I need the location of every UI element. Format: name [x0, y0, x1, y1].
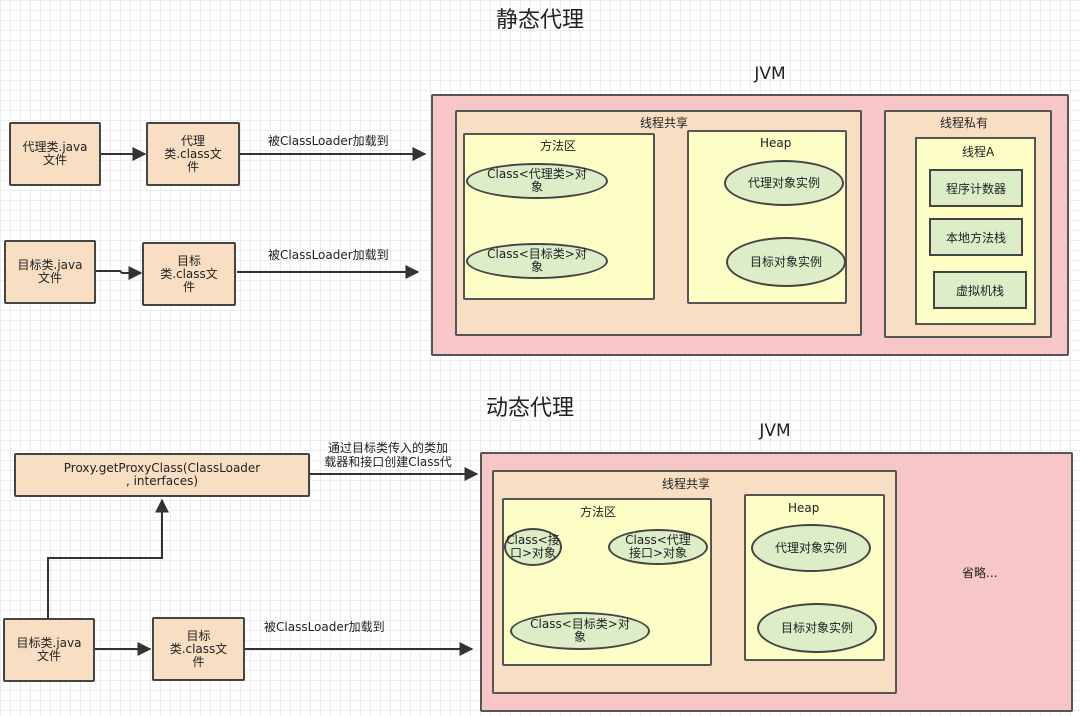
dyn-target-instance: 目标对象实例: [757, 603, 877, 653]
static-proxy-title: 静态代理: [495, 8, 584, 33]
class-proxy-interface-object: Class<代理 接口>对象: [608, 529, 708, 565]
target-class-file-label: 目标 类.class文 件: [160, 253, 218, 294]
vm-stack-label: 虚拟机栈: [955, 283, 1004, 298]
proxy-class-file-label: 代理 类.class文 件: [164, 133, 222, 174]
thread-a-label: 线程A: [962, 145, 995, 159]
dyn-target-java-file: 目标类.java 文件: [3, 618, 95, 682]
class-target-object: Class<目标类>对 象: [466, 243, 608, 279]
proxy-java-file-label: 代理类.java 文件: [22, 140, 88, 167]
dyn-class-target-object: Class<目标类>对 象: [510, 612, 650, 650]
proxy-instance: 代理对象实例: [724, 160, 844, 206]
static-thread-shared-label: 线程共享: [640, 116, 689, 130]
dyn-proxy-instance-label: 代理对象实例: [774, 540, 847, 555]
dynamic-proxy-title: 动态代理: [485, 396, 574, 421]
target-instance-label: 目标对象实例: [749, 254, 822, 269]
dyn-target-java-file-label: 目标类.java 文件: [16, 636, 82, 663]
arrow-target-java-to-proxy-call: [47, 498, 169, 618]
static-jvm-label: JVM: [754, 64, 786, 84]
load-label-1: 被ClassLoader加载到: [268, 134, 389, 148]
dyn-target-class-file-label: 目标 类.class文 件: [169, 628, 228, 669]
class-target-object-label: Class<目标类>对 象: [487, 247, 587, 274]
program-counter: 程序计数器: [929, 169, 1023, 207]
native-method-stack-label: 本地方法栈: [945, 230, 1006, 245]
arrow-target-java-to-class: [96, 266, 143, 280]
target-instance: 目标对象实例: [726, 237, 846, 287]
class-interface-object: Class<接 口>对象: [504, 528, 562, 566]
vm-stack: 虚拟机栈: [933, 271, 1027, 309]
dyn-proxy-instance: 代理对象实例: [751, 524, 871, 572]
static-heap-label: Heap: [760, 136, 792, 150]
dynamic-thread-shared-label: 线程共享: [662, 477, 711, 491]
thread-private-label: 线程私有: [940, 116, 989, 130]
load-label-2: 被ClassLoader加载到: [268, 248, 389, 262]
dynamic-method-area-label: 方法区: [580, 505, 617, 519]
native-method-stack: 本地方法栈: [929, 218, 1023, 256]
static-method-area-label: 方法区: [540, 139, 577, 153]
target-java-file-label: 目标类.java 文件: [17, 258, 83, 285]
proxy-instance-label: 代理对象实例: [747, 175, 820, 190]
dyn-target-instance-label: 目标对象实例: [780, 620, 853, 635]
proxy-class-file: 代理 类.class文 件: [146, 122, 240, 186]
proxy-java-file: 代理类.java 文件: [9, 122, 101, 186]
class-proxy-object-label: Class<代理类>对 象: [487, 167, 587, 194]
omitted-label: 省略...: [962, 566, 998, 580]
dynamic-heap-label: Heap: [788, 501, 820, 515]
program-counter-label: 程序计数器: [945, 181, 1006, 196]
dynamic-jvm-label: JVM: [759, 421, 791, 441]
class-proxy-object: Class<代理类>对 象: [466, 163, 608, 199]
class-interface-object-label: Class<接 口>对象: [506, 533, 560, 560]
target-class-file: 目标 类.class文 件: [142, 242, 236, 306]
dyn-target-class-file: 目标 类.class文 件: [152, 617, 245, 681]
class-proxy-interface-object-label: Class<代理 接口>对象: [625, 533, 691, 560]
dyn-class-target-object-label: Class<目标类>对 象: [530, 617, 630, 644]
create-proxy-label: 通过目标类传入的类加 载器和接口创建Class代: [324, 441, 452, 469]
dyn-load-label: 被ClassLoader加载到: [264, 620, 385, 634]
proxy-get-proxy-class-label: Proxy.getProxyClass(ClassLoader , interf…: [63, 461, 261, 488]
target-java-file: 目标类.java 文件: [4, 240, 96, 304]
proxy-get-proxy-class: Proxy.getProxyClass(ClassLoader , interf…: [14, 453, 310, 497]
